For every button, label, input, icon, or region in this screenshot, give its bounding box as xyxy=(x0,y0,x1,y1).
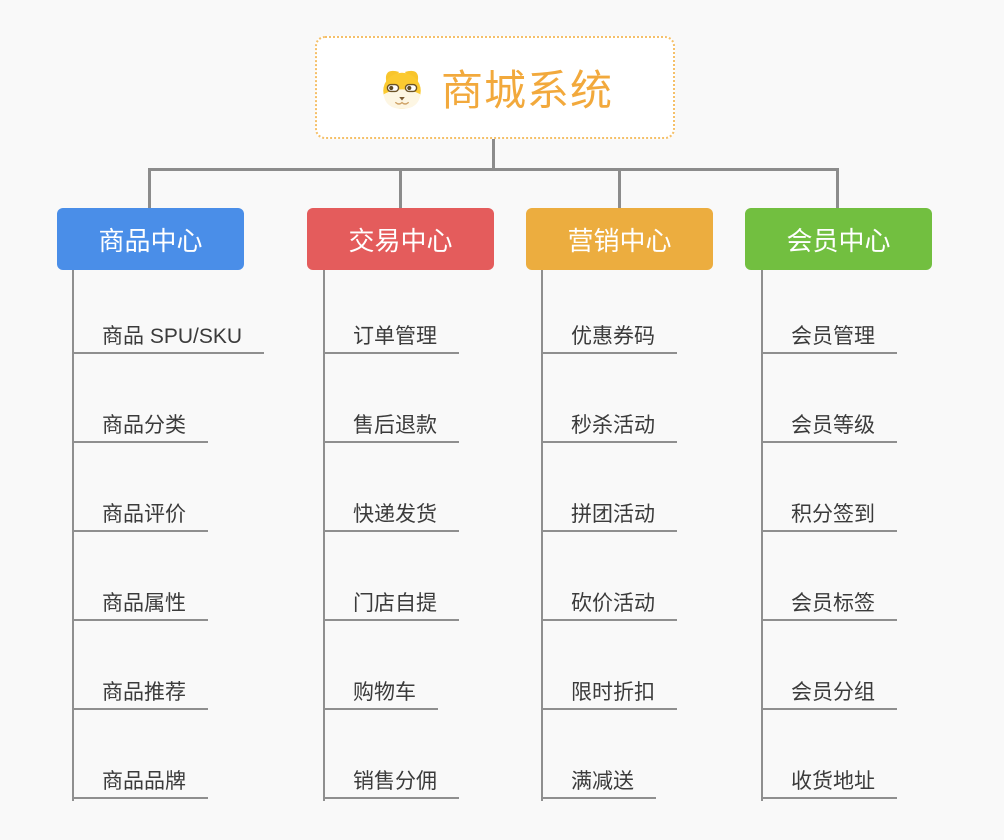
root-node: 商城系统 xyxy=(315,36,675,139)
leaf-node: 拼团活动 xyxy=(541,500,677,532)
leaf-node: 商品 SPU/SKU xyxy=(72,322,265,354)
leaf-node: 限时折扣 xyxy=(541,678,677,710)
leaf-node: 商品品牌 xyxy=(72,767,208,799)
leaf-node: 商品分类 xyxy=(72,411,208,443)
leaf-node: 销售分佣 xyxy=(323,767,459,799)
leaf-node: 秒杀活动 xyxy=(541,411,677,443)
leaf-node: 售后退款 xyxy=(323,411,459,443)
leaf-node: 积分签到 xyxy=(761,500,897,532)
branch-node-product-center: 商品中心 xyxy=(57,208,244,270)
leaf-node: 门店自提 xyxy=(323,589,459,621)
connector-drop-branch-4 xyxy=(836,168,839,209)
branch-node-trade-center: 交易中心 xyxy=(307,208,494,270)
branch-spine-line xyxy=(541,270,543,801)
leaf-node: 订单管理 xyxy=(323,322,459,354)
leaf-node: 收货地址 xyxy=(761,767,897,799)
leaf-node: 商品推荐 xyxy=(72,678,208,710)
leaf-node: 会员管理 xyxy=(761,322,897,354)
branch-spine-line xyxy=(323,270,325,801)
connector-root-stub xyxy=(492,139,495,170)
branch-spine-line xyxy=(761,270,763,801)
branch-spine-line xyxy=(72,270,74,801)
leaf-node: 优惠券码 xyxy=(541,322,677,354)
leaf-node: 会员等级 xyxy=(761,411,897,443)
leaf-node: 快递发货 xyxy=(323,500,459,532)
dog-face-icon xyxy=(383,70,421,109)
branch-label: 商品中心 xyxy=(98,225,203,256)
branch-node-marketing-center: 营销中心 xyxy=(526,208,713,270)
branch-node-member-center: 会员中心 xyxy=(745,208,932,270)
root-node-label: 商城系统 xyxy=(440,67,613,114)
branch-label: 营销中心 xyxy=(567,225,672,256)
connector-drop-branch-2 xyxy=(399,168,402,209)
connector-drop-branch-3 xyxy=(618,168,621,209)
leaf-node: 商品属性 xyxy=(72,589,208,621)
leaf-node: 砍价活动 xyxy=(541,589,677,621)
branch-label: 交易中心 xyxy=(348,225,453,256)
leaf-node: 会员标签 xyxy=(761,589,897,621)
branch-label: 会员中心 xyxy=(786,225,891,256)
leaf-node: 会员分组 xyxy=(761,678,897,710)
leaf-node: 商品评价 xyxy=(72,500,208,532)
leaf-node: 满减送 xyxy=(541,767,656,799)
leaf-node: 购物车 xyxy=(323,678,438,710)
connector-rail xyxy=(148,168,839,171)
connector-drop-branch-1 xyxy=(148,168,151,209)
